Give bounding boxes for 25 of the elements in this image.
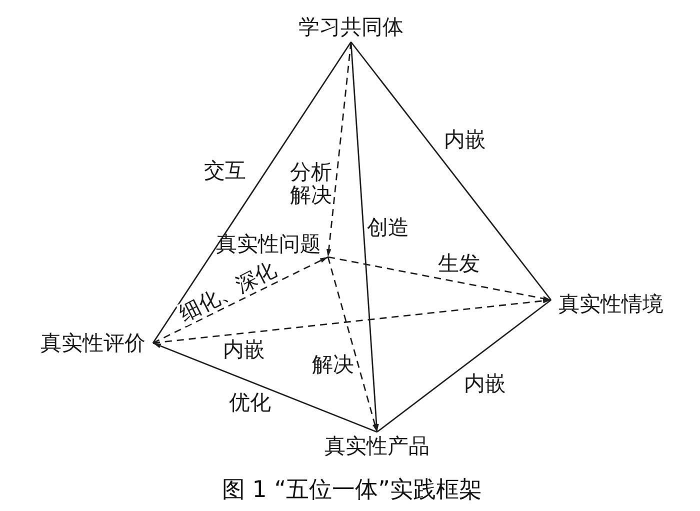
- edge-label: 内嵌: [223, 338, 265, 362]
- arrow: [152, 342, 378, 433]
- dashed-arrow: [152, 256, 328, 344]
- edge-label: 解决: [312, 354, 354, 376]
- dashed-arrow: [152, 298, 552, 344]
- connector-line: [152, 42, 352, 344]
- edge-label: 交互: [204, 160, 246, 182]
- dashed-arrow: [327, 256, 378, 432]
- edge-label: 创造: [367, 216, 409, 240]
- caption: 图 1 “五位一体”实践框架: [222, 476, 482, 504]
- node-label: 真实性问题: [209, 230, 328, 257]
- edge-label: 生发: [438, 252, 480, 276]
- edge-label: 优化: [229, 392, 271, 414]
- node-label: 真实性评价: [33, 329, 153, 357]
- node-label: 学习共同体: [290, 12, 412, 42]
- edge-label: 内嵌: [444, 128, 486, 152]
- dashed-arrow: [326, 42, 352, 258]
- arrow: [350, 42, 379, 432]
- node-label: 真实性产品: [317, 432, 437, 460]
- connector-line: [376, 299, 552, 433]
- edge-label: 内嵌: [464, 372, 506, 396]
- node-label: 真实性情境: [551, 290, 671, 318]
- dashed-arrow: [328, 256, 552, 301]
- connector-line: [350, 42, 552, 300]
- edge-label: 分析解决: [289, 161, 333, 207]
